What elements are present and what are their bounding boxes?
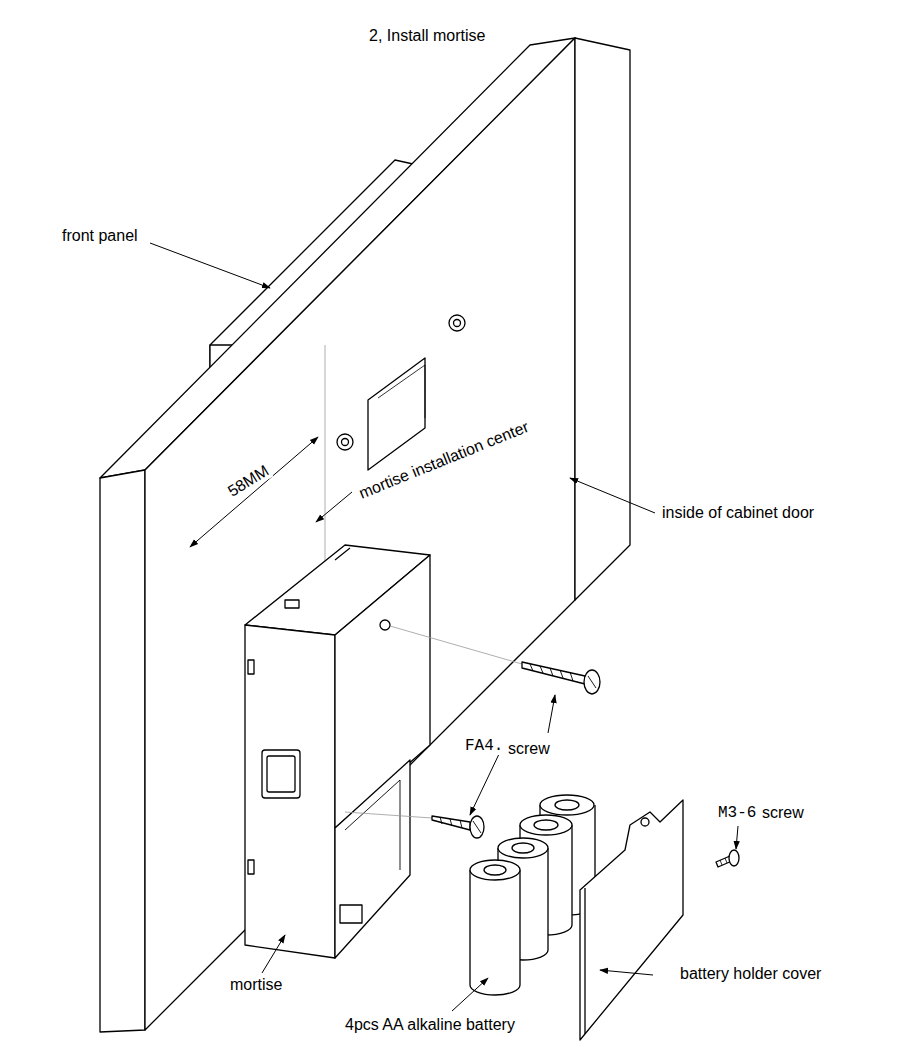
part-label: mortise: [228, 976, 284, 994]
m3-screw: [716, 850, 739, 867]
hex-nut: [337, 315, 465, 450]
part-label: FA4.: [463, 737, 505, 755]
door-cutout: [368, 358, 425, 470]
part-label: battery holder cover: [678, 965, 823, 983]
cabinet-door: [100, 38, 630, 1032]
guide-line: [345, 626, 522, 818]
leader-line: [150, 243, 738, 1011]
mortise-body: [245, 545, 430, 958]
part-label: front panel: [60, 227, 140, 245]
part-label: inside of cabinet door: [660, 504, 816, 522]
fa4-screw: [432, 662, 600, 838]
battery-cover: [580, 800, 683, 1040]
aa-battery: [470, 795, 595, 995]
diagram-title: 2, Install mortise: [367, 27, 487, 45]
part-label: M3-6: [716, 804, 758, 822]
panel-right-edge: [575, 38, 630, 600]
part-label: 4pcs AA alkaline battery: [343, 1016, 517, 1034]
part-label: screw: [506, 740, 552, 758]
part-label: screw: [760, 804, 806, 822]
